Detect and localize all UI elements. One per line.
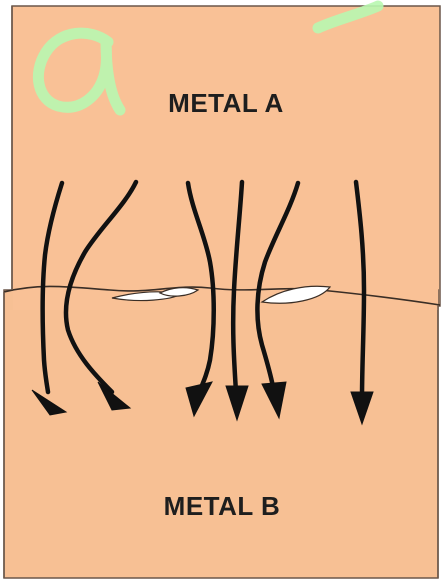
metal-b-label: METAL B (164, 491, 281, 521)
metal-a-block (12, 6, 440, 306)
metal-a-label: METAL A (168, 88, 284, 118)
